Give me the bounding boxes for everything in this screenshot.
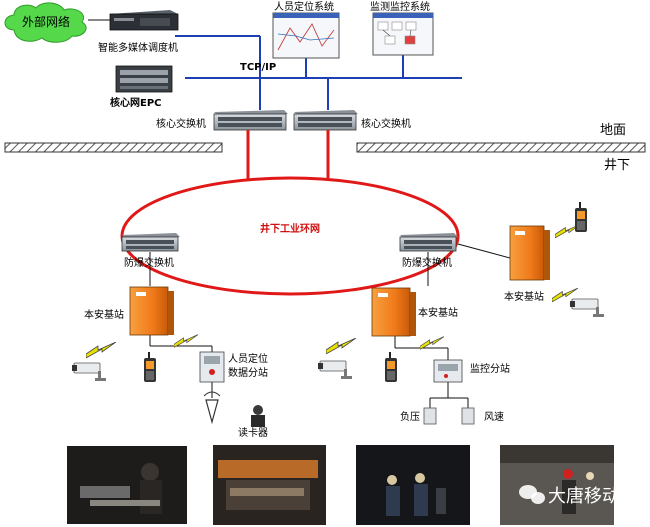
industrial-ring (120, 130, 460, 296)
core-switch-right-label: 核心交换机 (361, 117, 411, 130)
negative-pressure-sensor-icon (423, 407, 437, 425)
connector-lines (149, 243, 511, 408)
multimedia-dispatcher-label: 智能多媒体调度机 (98, 41, 178, 54)
wireless-link-icon (420, 336, 444, 350)
external-network-label: 外部网络 (22, 14, 70, 29)
mine-photo-2 (213, 445, 326, 525)
surveillance-camera-icon (72, 362, 106, 382)
mine-photo-1 (67, 446, 187, 524)
ground-boundary (4, 142, 646, 153)
rugged-phone-icon (385, 352, 397, 382)
explosion-proof-switch-left-icon (121, 233, 180, 252)
mine-photo-3 (356, 445, 470, 525)
industrial-ring-label: 井下工业环网 (260, 222, 320, 235)
monitoring-system-screen-icon (372, 12, 434, 56)
core-epc-icon (115, 65, 173, 93)
personnel-positioning-system-label: 人员定位系统 (274, 0, 334, 13)
base-station-right-icon (509, 225, 550, 281)
monitoring-substation-icon (433, 359, 463, 383)
explosion-proof-switch-right-label: 防爆交换机 (402, 256, 452, 269)
wireless-link-icon (326, 338, 356, 354)
negative-pressure-label: 负压 (400, 410, 420, 423)
wechat-icon (519, 485, 545, 504)
rugged-phone-icon (144, 352, 156, 382)
backbone-lines (175, 35, 462, 110)
core-switch-left-icon (213, 110, 288, 131)
underground-label: 井下 (604, 158, 630, 173)
rugged-phone-icon (575, 202, 587, 232)
cloud-icon (4, 2, 87, 43)
ground-label: 地面 (600, 123, 626, 138)
monitoring-system-label: 监测监控系统 (370, 0, 430, 13)
surveillance-camera-icon (570, 298, 604, 318)
core-epc-label: 核心网EPC (110, 96, 162, 109)
wind-speed-sensor-icon (461, 407, 475, 425)
surveillance-camera-icon (318, 360, 352, 380)
reader-label: 读卡器 (238, 426, 268, 439)
mine-photo-4 (500, 445, 614, 525)
wind-speed-label: 风速 (484, 411, 504, 423)
personnel-positioning-screen-icon (272, 12, 340, 59)
multimedia-dispatcher-icon (109, 10, 179, 31)
personnel-substation-label-line2: 数据分站 (228, 366, 268, 379)
tcpip-label: TCP/IP (240, 62, 276, 73)
wireless-link-icon (86, 342, 116, 358)
base-station-left-label: 本安基站 (84, 308, 124, 321)
personnel-substation-icon (199, 351, 225, 383)
card-reader-icon (251, 405, 265, 427)
base-station-right-label: 本安基站 (504, 290, 544, 303)
explosion-proof-switch-right-icon (399, 233, 458, 252)
base-station-left-icon (129, 286, 174, 336)
core-switch-right-icon (293, 110, 358, 131)
base-station-middle-icon (371, 287, 416, 337)
base-station-middle-label: 本安基站 (418, 306, 458, 319)
monitoring-substation-label: 监控分站 (470, 362, 510, 375)
core-switch-left-label: 核心交换机 (156, 117, 206, 130)
explosion-proof-switch-left-label: 防爆交换机 (124, 256, 174, 269)
personnel-substation-label-line1: 人员定位 (228, 352, 268, 365)
antenna-tag-icon (203, 391, 221, 425)
wireless-link-icon (174, 334, 198, 348)
watermark-label: 大唐移动 (548, 486, 620, 507)
